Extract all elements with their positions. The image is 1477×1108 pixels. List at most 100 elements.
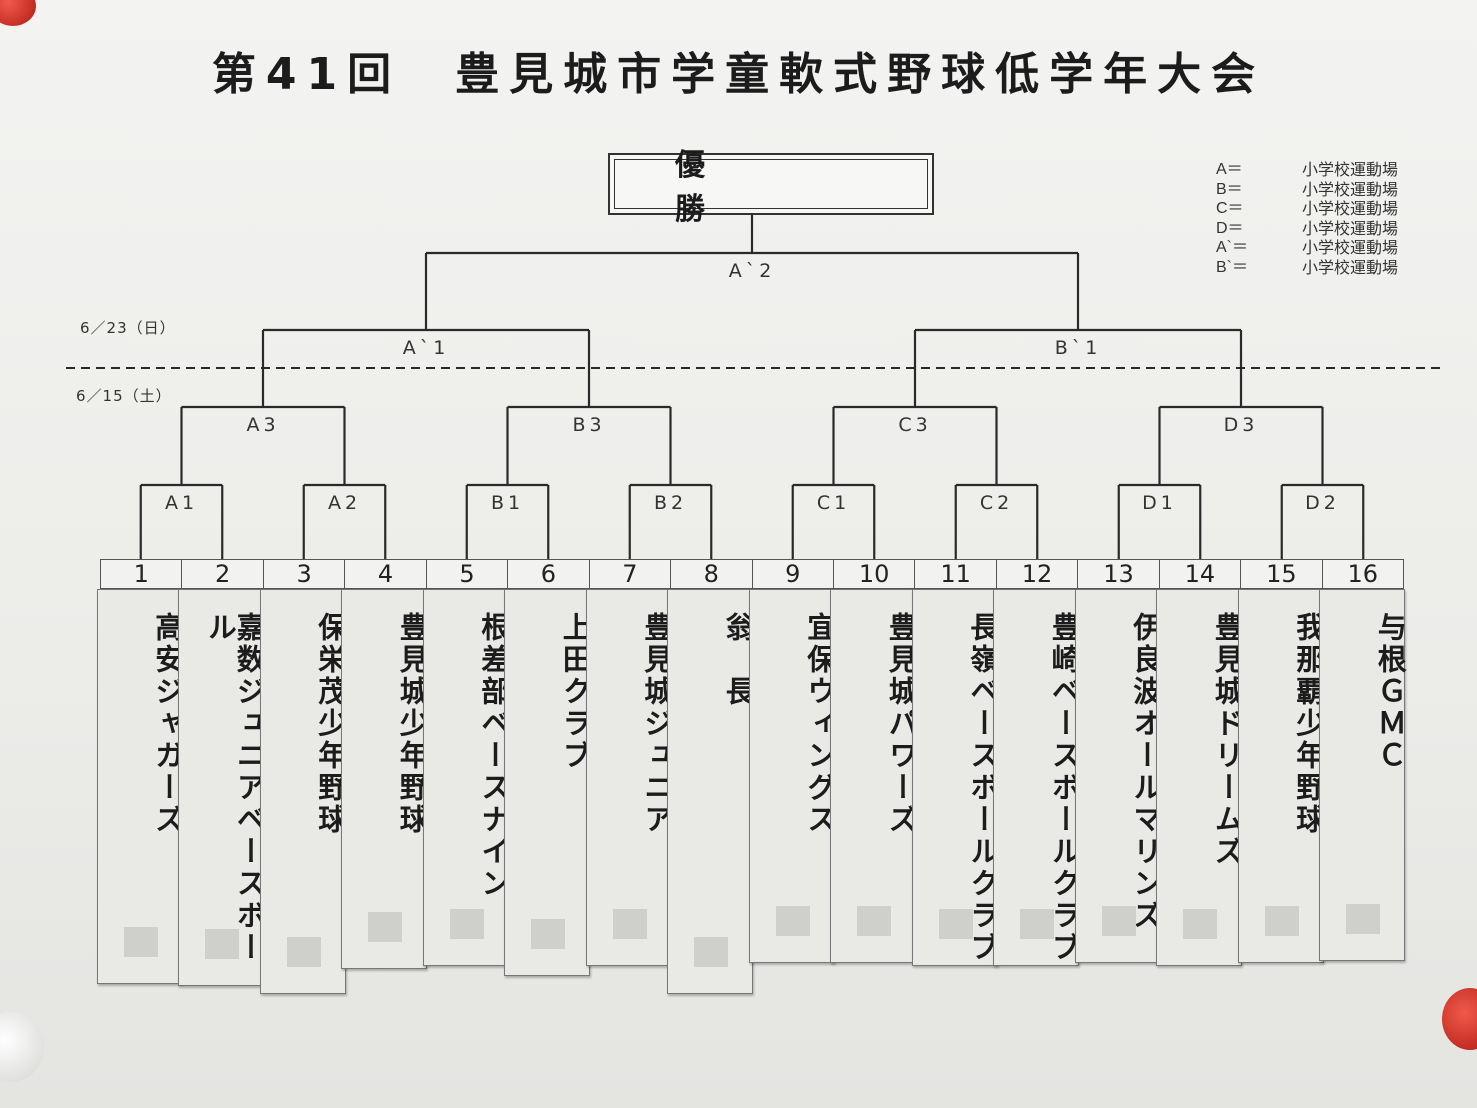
legend-venue: 小学校運動場 [1302,238,1399,257]
team-name: 根差部ベースナイン [476,612,511,900]
team-name: 豊見城ジュニア [639,612,674,836]
blurred-stamp [205,929,240,959]
team-card: 高安ジャガーズ [96,589,185,984]
match-label: D2 [1305,492,1340,514]
team-name: 高安ジャガーズ [150,612,185,836]
match-label: D3 [1223,414,1259,436]
seed-number: 3 [262,559,345,589]
legend-key: A＝ [1216,161,1243,178]
team-name: 豊見城パワーズ [884,612,919,836]
seed-number: 16 [1321,559,1404,589]
team-name: 豊見城ドリームズ [1210,612,1245,868]
match-label: A`2 [728,260,776,282]
match-label: C2 [979,492,1014,514]
team-card: 長嶺ベースボールクラブ [911,589,1000,966]
legend-venue: 小学校運動場 [1302,218,1399,238]
legend-row: C＝ 小学校運動場 [1216,199,1398,219]
team-name: 宜保ウィングス [802,612,837,836]
legend-venue: 小学校運動場 [1302,179,1399,199]
team-card: 翁 長 [667,589,756,994]
match-label: A3 [246,414,280,436]
blurred-stamp [449,909,484,939]
team-card: 豊見城少年野球 [341,589,430,969]
team-cards: 高安ジャガーズ嘉数ジュニアベースボール 保栄茂少年野球 豊見城少年野球 根差部ベースナ… [96,589,1408,999]
team-name: 上田クラブ [558,612,593,772]
seed-number: 15 [1240,559,1322,589]
team-name: 与根ＧＭＣ [1373,612,1408,772]
legend-venue: 小学校運動場 [1302,160,1399,179]
seed-number: 12 [995,559,1078,589]
team-card: 伊良波オールマリンズ [1074,589,1163,963]
match-label: C3 [898,414,932,436]
date-first-day: 6／15（土） [76,387,172,405]
team-card: 我那覇少年野球 [1237,589,1326,963]
seed-number: 8 [670,559,752,589]
seed-number: 6 [507,559,589,589]
legend-key: B＝ [1216,180,1243,198]
blurred-stamp [123,927,158,957]
team-card: 豊見城パワーズ [830,589,919,963]
blurred-stamp [531,919,566,949]
legend-row: B`＝ 小学校運動場 [1216,258,1398,278]
legend-key: C＝ [1216,200,1244,217]
match-label: D1 [1142,492,1177,514]
seed-number: 4 [344,559,426,589]
match-label: A2 [327,492,362,514]
legend-key: B`＝ [1216,258,1249,276]
team-name: 豊見城少年野球 [395,612,430,836]
match-label: B`1 [1054,337,1102,359]
blurred-stamp [857,906,892,936]
team-name: 翁 長 [721,612,756,708]
seed-number: 5 [425,559,508,589]
blurred-stamp [694,937,729,967]
match-label: A`1 [402,337,450,359]
legend-row: A＝ 小学校運動場 [1216,160,1398,180]
blurred-stamp [368,912,403,942]
blurred-stamp [286,937,321,967]
team-card: 根差部ベースナイン [422,589,511,966]
seed-number: 2 [181,559,263,589]
seed-number: 13 [1077,559,1159,589]
blurred-stamp [1346,904,1381,934]
team-card: 豊見城ドリームズ [1156,589,1245,966]
team-card: 宜保ウィングス [748,589,837,963]
blurred-stamp [1264,906,1299,936]
match-label: A1 [164,492,199,514]
seed-number: 7 [588,559,671,589]
team-card: 豊見城ジュニア [585,589,674,966]
team-card: 上田クラブ [504,589,593,976]
blurred-stamp [1101,906,1136,936]
match-label: C1 [816,492,851,514]
team-card: 嘉数ジュニアベースボール [178,589,266,986]
legend-row: D＝ 小学校運動場 [1216,219,1398,239]
team-name: 伊良波オールマリンズ [1128,612,1163,932]
match-label: B3 [572,414,606,436]
legend-venue: 小学校運動場 [1302,257,1399,277]
tournament-title: 第41回 豊見城市学童軟式野球低学年大会 [211,49,1266,100]
team-name: 我那覇少年野球 [1291,612,1326,836]
seed-number: 1 [100,559,182,589]
seed-number: 11 [914,559,996,589]
date-final-day: 6／23（日） [80,319,176,337]
blurred-stamp [1183,909,1218,939]
team-card: 与根ＧＭＣ [1319,589,1408,961]
legend-row: A`＝小学校運動場 [1216,238,1398,258]
team-name: 保栄茂少年野球 [313,612,348,836]
match-label: B2 [653,492,688,514]
winner-box: 優 勝 [608,148,934,227]
blurred-stamp [1020,909,1055,939]
legend-venue: 小学校運動場 [1302,199,1399,218]
match-label: B1 [490,492,525,514]
seed-number: 14 [1158,559,1241,589]
team-card: 保栄茂少年野球 [259,589,348,994]
legend-row: B＝ 小学校運動場 [1216,180,1398,200]
seed-number: 9 [751,559,833,589]
legend-key: D＝ [1216,219,1244,237]
blurred-stamp [775,906,810,936]
blurred-stamp [938,909,973,939]
blurred-stamp [612,909,647,939]
